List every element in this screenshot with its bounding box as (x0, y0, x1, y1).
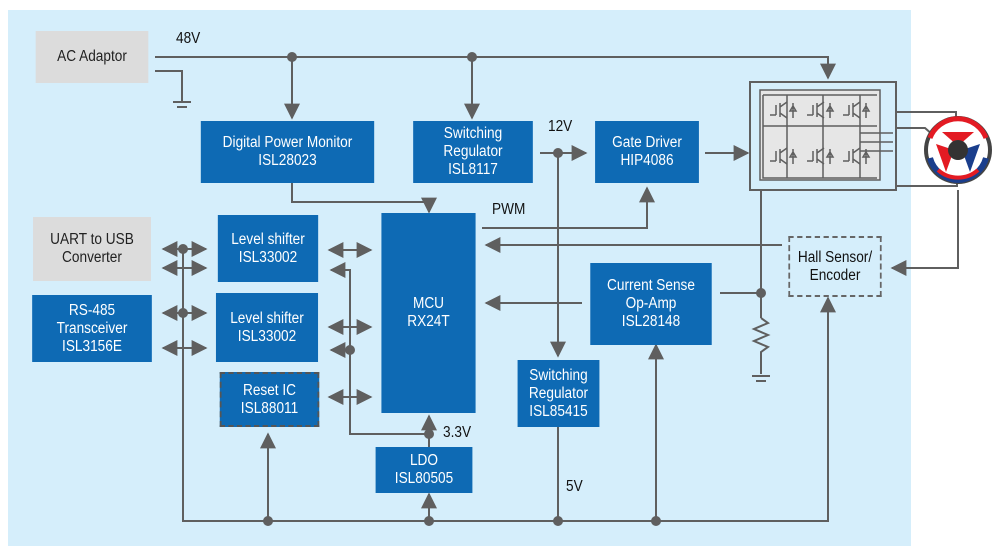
dpm-line-1: Digital Power Monitor (222, 134, 353, 151)
junction-dot (424, 429, 434, 439)
ldo-line-1: LDO (409, 452, 439, 469)
junctions (178, 52, 766, 526)
reset-ic-block: Reset IC ISL88011 (219, 372, 320, 427)
reset-line-1: Reset IC (242, 381, 297, 399)
wire-motor-hall (890, 190, 959, 276)
sr12-line-2: Regulator (443, 143, 503, 160)
ldo-line-2: ISL80505 (394, 470, 454, 487)
ac-adaptor-block: AC Adaptor (35, 31, 149, 83)
wire-dpm-mcu (291, 182, 437, 214)
rs485-line-2: Transceiver (56, 319, 128, 337)
ground-icon-shunt (752, 375, 770, 382)
label-5v: 5V (566, 478, 583, 495)
junction-dot (178, 308, 188, 318)
level-shifter-1-block: Level shifter ISL33002 (217, 215, 319, 282)
mcu-line-1: MCU (412, 295, 445, 312)
ldo-block: LDO ISL80505 (375, 447, 473, 493)
inverter-bridge-icon (749, 81, 897, 191)
ls2-line-2: ISL33002 (237, 327, 297, 345)
label-3v3: 3.3V (443, 424, 472, 441)
rs485-transceiver-block: RS-485 Transceiver ISL3156E (32, 295, 152, 362)
junction-dot (553, 148, 563, 158)
hall-line-2: Encoder (809, 266, 861, 284)
sr12-line-1: Switching (443, 125, 503, 142)
junction-dot (287, 52, 297, 62)
junction-dot (756, 288, 766, 298)
sr5-line-1: Switching (529, 366, 588, 384)
sr5-line-2: Regulator (528, 384, 589, 402)
reset-line-2: ISL88011 (240, 399, 299, 417)
switching-regulator-5v-block: Switching Regulator ISL85415 (517, 360, 600, 427)
bldc-motor-icon (924, 116, 992, 184)
junction-dot (424, 516, 434, 526)
ls1-line-1: Level shifter (231, 230, 305, 248)
cs-line-1: Current Sense (607, 277, 695, 294)
wire-pwm (482, 186, 655, 229)
junction-dot (263, 516, 273, 526)
wire-48v-bus (155, 56, 836, 80)
mcu-block: MCU RX24T (381, 213, 476, 413)
junction-dot (345, 345, 355, 355)
uart-line-1: UART to USB (50, 231, 134, 248)
current-sense-opamp-block: Current Sense Op-Amp ISL28148 (590, 263, 712, 345)
switching-regulator-12v-block: Switching Regulator ISL8117 (413, 121, 533, 183)
ac-adaptor-label: AC Adaptor (57, 48, 127, 65)
junction-dot (178, 244, 188, 254)
ls2-line-1: Level shifter (230, 309, 304, 327)
cs-line-3: ISL28148 (621, 313, 681, 330)
gate-driver-block: Gate Driver HIP4086 (595, 121, 699, 183)
junction-dot (467, 52, 477, 62)
sr12-line-3: ISL8117 (448, 161, 498, 178)
resistor-icon (751, 317, 771, 374)
mcu-line-2: RX24T (407, 313, 450, 330)
digital-power-monitor-block: Digital Power Monitor ISL28023 (200, 121, 375, 183)
dpm-line-2: ISL28023 (258, 152, 317, 169)
uart-usb-converter-block: UART to USB Converter (33, 217, 151, 281)
hall-sensor-encoder-block: Hall Sensor/ Encoder (788, 236, 882, 297)
hall-line-1: Hall Sensor/ (797, 248, 873, 266)
label-pwm: PWM (492, 201, 526, 218)
adaptor-ground-wire (155, 70, 183, 102)
gd-line-2: HIP4086 (620, 152, 674, 169)
label-12v: 12V (548, 118, 573, 135)
label-48v: 48V (176, 30, 201, 47)
uart-line-2: Converter (62, 249, 122, 266)
ground-icon-adaptor (173, 101, 191, 108)
ls1-line-2: ISL33002 (238, 248, 298, 266)
gd-line-1: Gate Driver (612, 134, 682, 151)
junction-dot (651, 516, 661, 526)
wire-5v-bus (182, 250, 836, 522)
cs-line-2: Op-Amp (625, 295, 677, 312)
rs485-line-1: RS-485 (68, 301, 116, 319)
sr5-line-3: ISL85415 (529, 402, 588, 420)
rs485-line-3: ISL3156E (62, 337, 122, 355)
level-shifter-2-block: Level shifter ISL33002 (215, 293, 319, 362)
junction-dot (553, 516, 563, 526)
